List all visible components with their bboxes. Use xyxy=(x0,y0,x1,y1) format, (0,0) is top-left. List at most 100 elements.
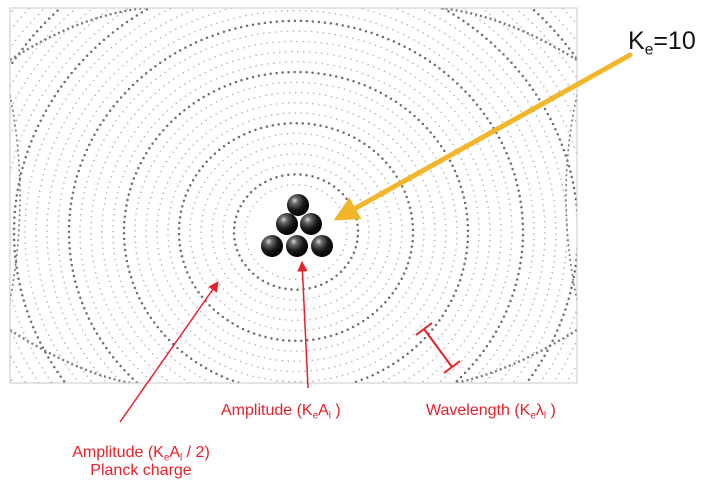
wave-dot xyxy=(53,365,56,369)
wave-dot xyxy=(399,384,401,386)
wave-dot xyxy=(178,112,182,116)
wave-dot xyxy=(543,107,547,111)
wave-dot xyxy=(340,76,344,80)
wave-dot xyxy=(243,340,245,342)
wave-dot xyxy=(435,355,438,358)
wave-dot xyxy=(63,80,66,84)
wave-dot xyxy=(114,202,117,205)
wave-dot xyxy=(443,149,446,153)
wave-dot xyxy=(285,61,287,63)
wave-dot xyxy=(457,309,460,312)
wave-dot xyxy=(447,342,450,345)
wave-dot xyxy=(376,276,379,278)
wave-dot xyxy=(60,193,63,195)
wave-dot xyxy=(154,279,156,281)
wave-dot xyxy=(400,241,403,243)
wave-dot xyxy=(546,326,548,329)
wave-dot xyxy=(235,300,238,302)
wave-dot xyxy=(539,81,542,83)
wave-dot xyxy=(452,65,455,67)
wave-dot xyxy=(92,205,94,207)
wave-dot xyxy=(265,304,268,306)
wave-dot xyxy=(104,66,106,69)
wave-dot xyxy=(126,8,128,11)
wave-dot xyxy=(18,371,21,373)
wave-dot xyxy=(188,33,191,35)
wave-dot xyxy=(198,169,201,172)
wave-dot xyxy=(536,140,538,142)
wave-dot xyxy=(319,167,321,169)
wave-dot xyxy=(524,79,528,82)
wave-dot xyxy=(477,143,479,145)
wave-dot xyxy=(243,67,246,70)
wave-dot xyxy=(66,171,68,173)
wave-dot xyxy=(139,161,143,165)
wave-dot xyxy=(427,190,429,192)
wave-dot xyxy=(278,286,281,289)
wave-dot xyxy=(283,122,286,125)
wave-dot xyxy=(19,172,23,175)
wave-dot xyxy=(567,130,570,133)
wave-dot xyxy=(157,175,160,178)
wave-dot xyxy=(55,136,58,139)
wave-dot xyxy=(326,84,328,86)
wave-dot xyxy=(348,339,350,342)
wave-dot xyxy=(189,234,191,237)
wave-dot xyxy=(35,357,37,359)
wave-dot xyxy=(398,301,401,303)
wave-dot xyxy=(532,210,534,213)
wave-dot xyxy=(38,268,40,270)
wave-dot xyxy=(83,129,86,132)
wave-dot xyxy=(116,100,119,104)
wave-dot xyxy=(12,221,16,225)
wave-dot xyxy=(225,187,228,189)
wave-dot xyxy=(466,335,469,338)
wave-dot xyxy=(360,94,363,96)
wave-dot xyxy=(99,105,101,108)
wave-dot xyxy=(51,147,53,149)
wave-dot xyxy=(221,75,223,78)
wave-dot xyxy=(356,268,358,271)
wave-dot xyxy=(112,225,114,227)
wave-dot xyxy=(39,119,42,122)
wave-dot xyxy=(250,34,253,37)
wave-dot xyxy=(64,317,66,320)
wave-dot xyxy=(530,155,532,157)
wave-dot xyxy=(422,380,425,383)
wave-dot xyxy=(516,183,519,187)
wave-dot xyxy=(191,212,193,215)
wave-dot xyxy=(337,343,339,346)
wave-dot xyxy=(427,363,429,365)
wave-dot xyxy=(520,91,523,93)
wave-dot xyxy=(137,202,139,204)
wave-dot xyxy=(382,266,385,268)
wave-dot xyxy=(369,42,371,45)
wave-dot xyxy=(312,380,314,382)
wave-dot xyxy=(397,257,399,260)
wave-dot xyxy=(318,273,320,276)
wave-dot xyxy=(41,318,43,321)
wave-dot xyxy=(510,325,513,327)
wave-dot xyxy=(28,186,31,189)
wave-dot xyxy=(440,82,443,85)
wave-dot xyxy=(445,134,448,136)
wave-dot xyxy=(432,250,435,253)
wave-dot xyxy=(210,46,213,48)
wave-dot xyxy=(108,62,111,65)
wave-dot xyxy=(448,372,451,375)
wave-dot xyxy=(79,296,82,299)
wave-dot xyxy=(43,290,45,292)
wave-dot xyxy=(473,267,476,270)
wave-dot xyxy=(260,290,263,293)
wave-dot xyxy=(521,350,523,353)
wave-dot xyxy=(282,112,285,115)
wave-dot xyxy=(33,164,36,167)
wave-dot xyxy=(579,163,581,165)
wave-dot xyxy=(281,338,285,342)
wave-dot xyxy=(377,140,380,142)
wave-dot xyxy=(568,377,570,380)
wave-dot xyxy=(129,102,132,104)
wave-dot xyxy=(46,241,48,244)
wave-dot xyxy=(160,101,163,103)
wave-dot xyxy=(422,108,424,111)
